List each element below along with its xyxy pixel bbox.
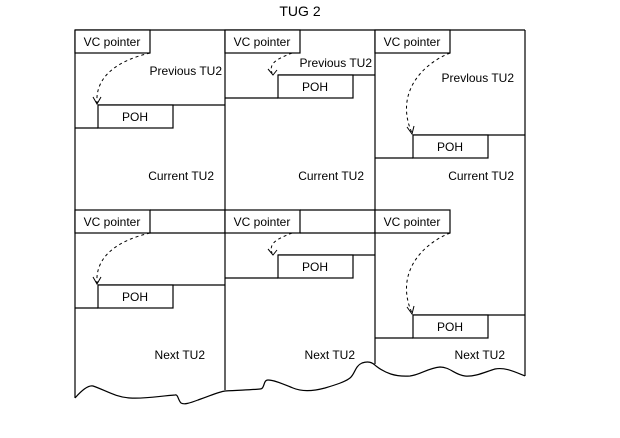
pointer-arrow-icon xyxy=(406,52,451,134)
pointer-arrow-icon xyxy=(96,232,151,284)
vc-pointer-box xyxy=(224,209,301,234)
poh-label: POH xyxy=(302,80,328,94)
vc-pointer-label: VC pointer xyxy=(234,35,291,49)
current-tu2-label: Current TU2 xyxy=(448,169,514,183)
previous-tu2-label: Prevlous TU2 xyxy=(442,71,515,85)
arrowhead-icon xyxy=(92,96,102,106)
torn-bottom-edge xyxy=(74,361,526,405)
column-1: VC pointer Previous TU2 POH Current TU2 … xyxy=(74,29,225,362)
poh-box xyxy=(97,104,174,129)
vc-pointer-box xyxy=(74,29,151,54)
diagram-title: TUG 2 xyxy=(279,3,320,19)
poh-label: POH xyxy=(437,140,463,154)
poh-box xyxy=(412,314,489,339)
vc-pointer-box xyxy=(224,29,301,54)
next-tu2-label: Next TU2 xyxy=(155,348,206,362)
poh-label: POH xyxy=(302,260,328,274)
current-tu2-label: Current TU2 xyxy=(148,169,214,183)
vc-pointer-label: VC pointer xyxy=(84,35,141,49)
vc-pointer-box xyxy=(374,209,451,234)
poh-label: POH xyxy=(122,290,148,304)
vc-pointer-label: VC pointer xyxy=(234,215,291,229)
previous-tu2-label: Previous TU2 xyxy=(300,56,373,70)
column-3: VC pointer Prevlous TU2 POH Current TU2 … xyxy=(374,29,525,362)
arrowhead-icon xyxy=(267,248,278,256)
poh-box xyxy=(277,74,354,99)
pointer-arrow-icon xyxy=(270,52,293,74)
pointer-arrow-icon xyxy=(406,232,451,314)
vc-pointer-label: VC pointer xyxy=(384,35,441,49)
pointer-arrow-icon xyxy=(270,232,293,254)
arrowhead-icon xyxy=(92,276,102,286)
next-tu2-label: Next TU2 xyxy=(455,348,506,362)
vc-pointer-box xyxy=(74,209,151,234)
arrowhead-icon xyxy=(267,68,278,76)
vc-pointer-box xyxy=(374,29,451,54)
column-2: VC pointer Previous TU2 POH Current TU2 … xyxy=(224,29,375,362)
vc-pointer-label: VC pointer xyxy=(84,215,141,229)
pointer-arrow-icon xyxy=(96,52,151,104)
poh-label: POH xyxy=(437,320,463,334)
poh-box xyxy=(277,254,354,279)
poh-box xyxy=(97,284,174,309)
arrowhead-icon xyxy=(406,305,415,316)
next-tu2-label: Next TU2 xyxy=(305,348,356,362)
poh-label: POH xyxy=(122,110,148,124)
arrowhead-icon xyxy=(406,125,415,136)
current-tu2-label: Current TU2 xyxy=(298,169,364,183)
vc-pointer-label: VC pointer xyxy=(384,215,441,229)
poh-box xyxy=(412,134,489,159)
previous-tu2-label: Previous TU2 xyxy=(150,64,223,78)
